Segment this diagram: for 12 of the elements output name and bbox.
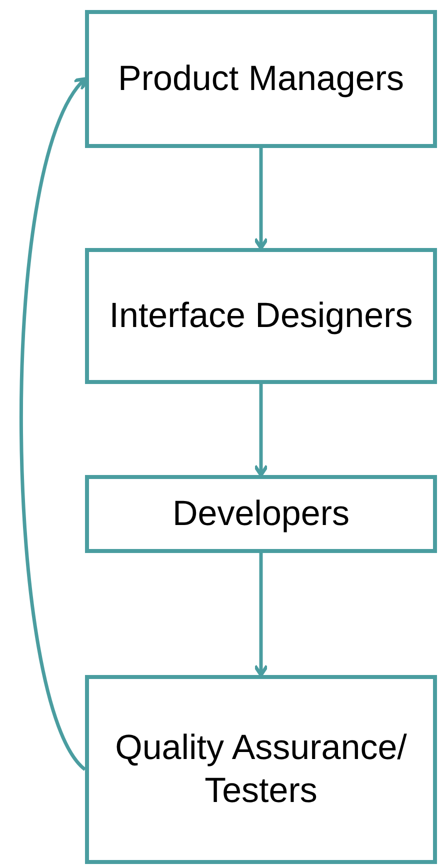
- box-label: Product Managers: [118, 58, 404, 100]
- process-box: [85, 248, 437, 384]
- box-label: Developers: [172, 492, 350, 535]
- arrow: [253, 148, 269, 250]
- arrow: [253, 384, 269, 477]
- arrow: [253, 553, 269, 677]
- process-box: [85, 675, 437, 864]
- box-label: Quality Assurance/ Testers: [114, 726, 408, 812]
- process-box: [85, 10, 437, 148]
- box-label: Interface Designers: [109, 294, 413, 337]
- arrow: [20, 77, 87, 771]
- process-box: [85, 475, 437, 553]
